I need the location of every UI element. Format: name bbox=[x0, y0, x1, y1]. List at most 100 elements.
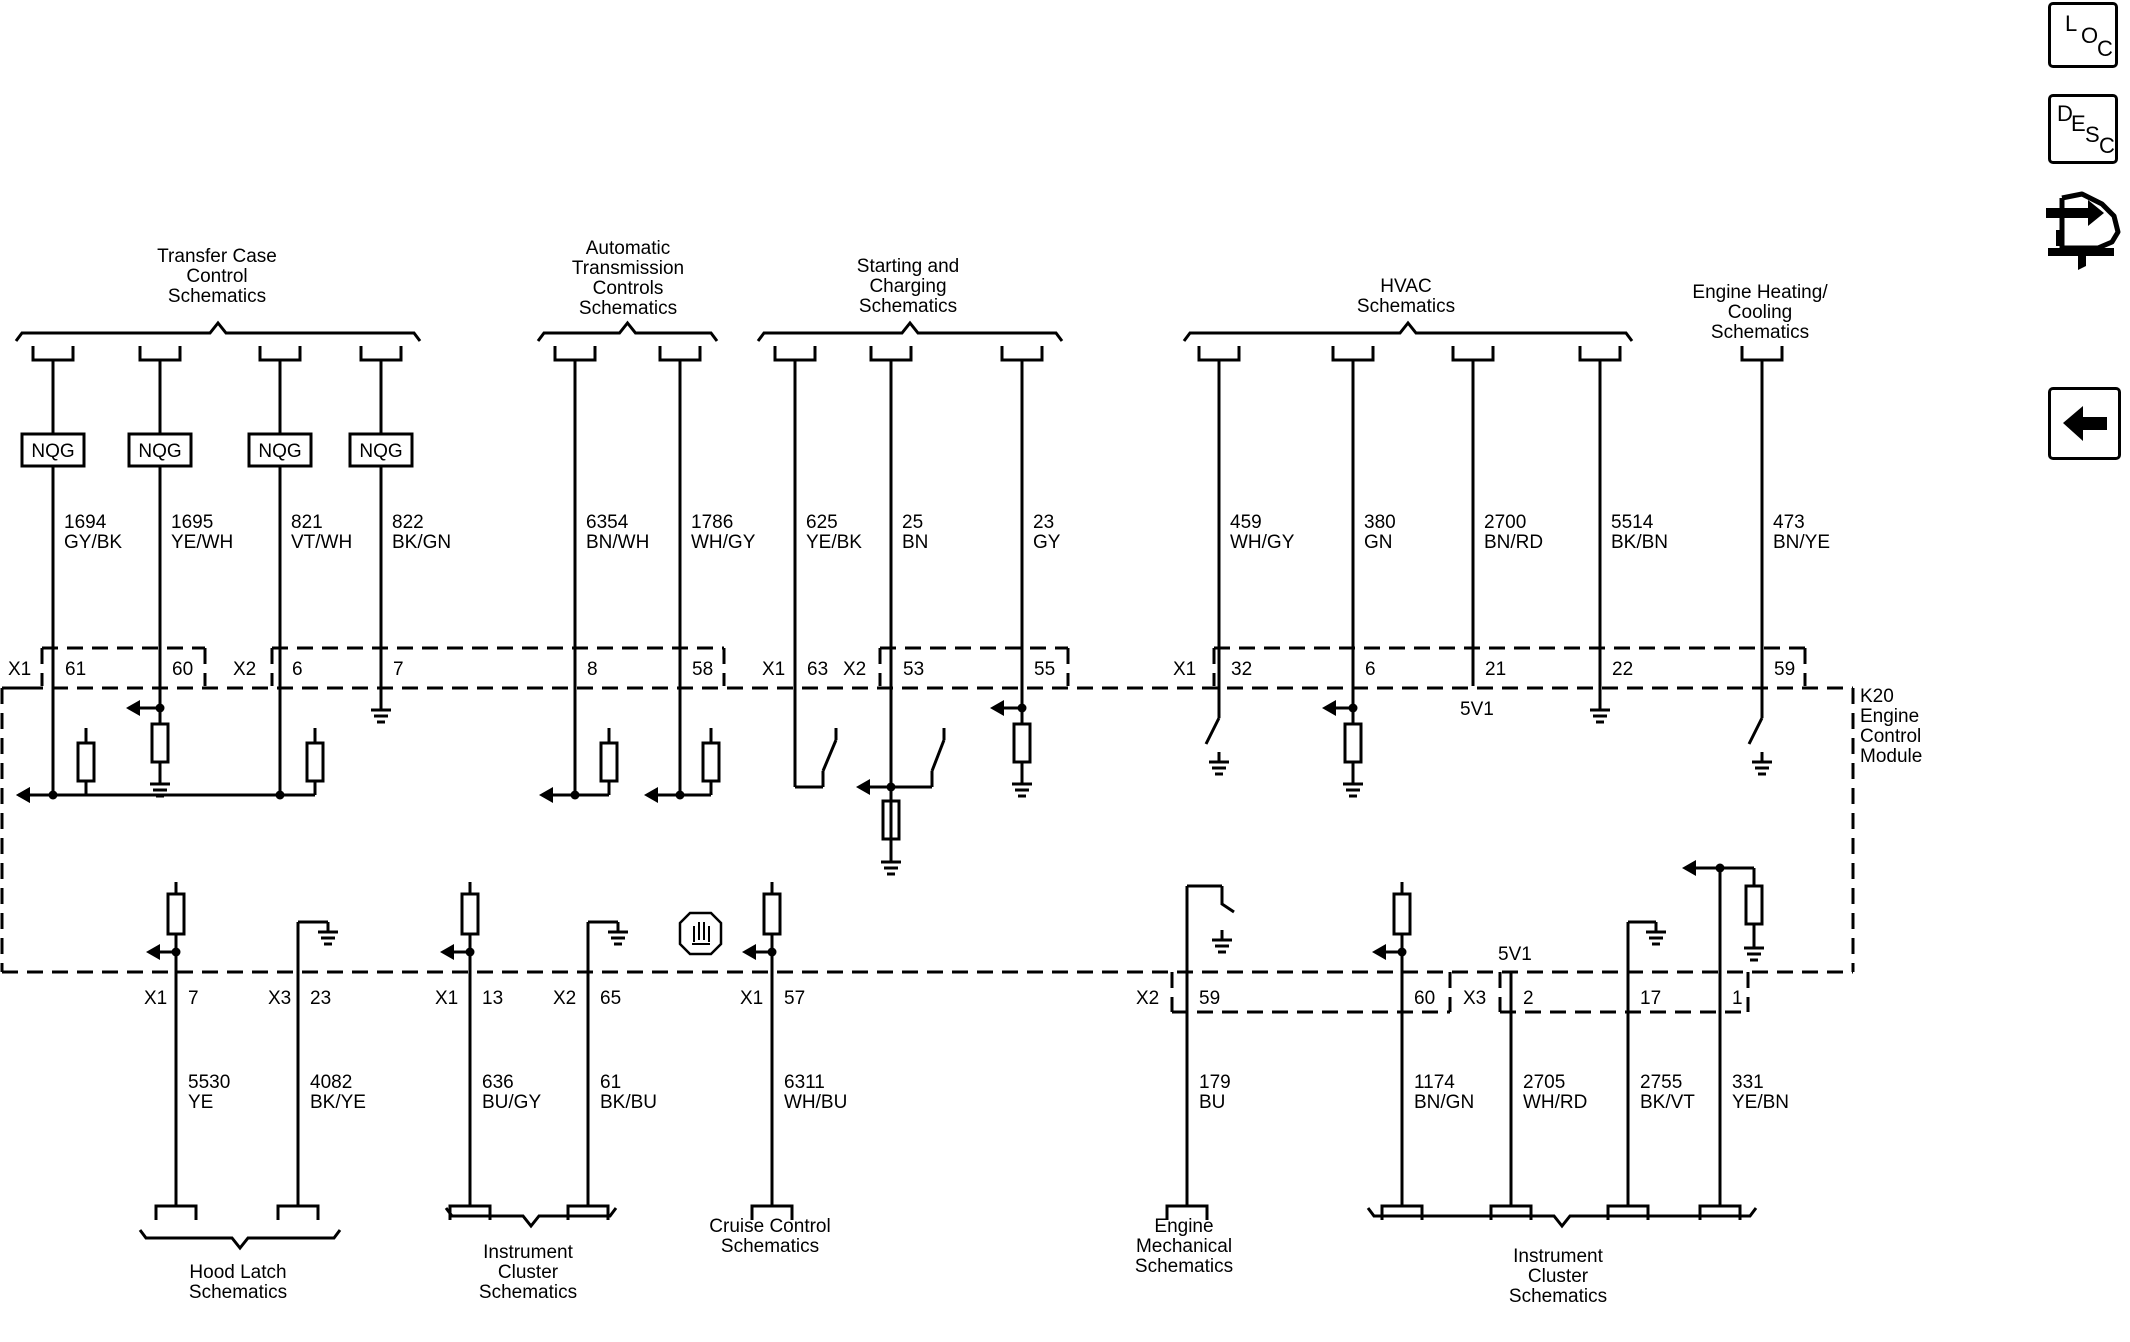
pin-number: 65 bbox=[600, 988, 621, 1009]
resistor-symbol bbox=[305, 741, 325, 783]
signal-arrow-icon bbox=[16, 787, 30, 803]
signal-arrow-icon bbox=[644, 787, 658, 803]
wire-color: YE/BK bbox=[806, 532, 862, 553]
splice-dot bbox=[886, 782, 896, 792]
connector-symbol bbox=[1740, 346, 1784, 362]
switch-contact bbox=[930, 739, 946, 772]
wire-circuit-number: 5514 bbox=[1611, 512, 1654, 533]
harness-brace bbox=[138, 1229, 342, 1251]
wire-circuit-number: 25 bbox=[902, 512, 923, 533]
pin-number: 13 bbox=[482, 988, 503, 1009]
wire-circuit-number: 6354 bbox=[586, 512, 629, 533]
wire-circuit-number: 636 bbox=[482, 1072, 514, 1093]
splice-dot bbox=[465, 947, 475, 957]
harness-brace bbox=[1182, 320, 1634, 342]
resistor-symbol bbox=[460, 892, 480, 936]
header-auto-trans-line: Transmission bbox=[572, 258, 684, 279]
connector-id-top: X2 bbox=[843, 659, 866, 680]
pin-number: 6 bbox=[292, 659, 303, 680]
wire-circuit-number: 459 bbox=[1230, 512, 1262, 533]
pin-number: 55 bbox=[1034, 659, 1055, 680]
connector-id-top: X2 bbox=[233, 659, 256, 680]
connector-id-bottom: X1 bbox=[435, 988, 458, 1009]
connector-id-top: X1 bbox=[8, 659, 31, 680]
nqg-label: NQG bbox=[31, 441, 74, 462]
splice-dot bbox=[275, 790, 285, 800]
back-button[interactable] bbox=[2048, 387, 2121, 460]
location-button[interactable]: L O C bbox=[2048, 2, 2118, 68]
signal-arrow-icon bbox=[440, 944, 454, 960]
wire-circuit-number: 1695 bbox=[171, 512, 213, 533]
wire-color: GN bbox=[1364, 532, 1393, 553]
pin-number: 32 bbox=[1231, 659, 1252, 680]
connector-symbol bbox=[1380, 1204, 1424, 1220]
wire-color: BN bbox=[902, 532, 928, 553]
header-hvac-line: HVAC bbox=[1380, 276, 1431, 297]
connector-id-bottom: X2 bbox=[553, 988, 576, 1009]
wire-circuit-number: 822 bbox=[392, 512, 424, 533]
pin-number: 57 bbox=[784, 988, 805, 1009]
pin-number: 8 bbox=[587, 659, 598, 680]
connector-id-bottom: X1 bbox=[144, 988, 167, 1009]
switch-contact bbox=[1204, 717, 1221, 745]
signal-arrow-icon bbox=[1682, 860, 1696, 876]
wire-circuit-number: 1786 bbox=[691, 512, 733, 533]
desc-letter-s: S bbox=[2085, 122, 2100, 147]
wire-color: WH/GY bbox=[691, 532, 756, 553]
header-starting-charging-line: Charging bbox=[869, 276, 946, 297]
desc-letter-d: D bbox=[2057, 101, 2073, 126]
switch-contact bbox=[1747, 717, 1764, 745]
pin-number: 60 bbox=[172, 659, 193, 680]
arrow-left-icon bbox=[2063, 406, 2107, 441]
harness-brace bbox=[444, 1207, 618, 1229]
connector-id-top: X1 bbox=[762, 659, 785, 680]
wire-circuit-number: 380 bbox=[1364, 512, 1396, 533]
header-auto-trans-line: Controls bbox=[593, 278, 664, 299]
connector-symbol bbox=[566, 1204, 610, 1220]
header-instrument-cluster-line: Instrument bbox=[483, 1242, 573, 1263]
connector-symbol bbox=[553, 346, 597, 362]
header-transfer-case-line: Control bbox=[186, 266, 247, 287]
wire-circuit-number: 23 bbox=[1033, 512, 1054, 533]
splice-dot bbox=[1397, 947, 1407, 957]
wire-color: BK/VT bbox=[1640, 1092, 1695, 1113]
connector-symbol bbox=[773, 346, 817, 362]
resistor-symbol bbox=[1392, 892, 1412, 936]
loc-letter-o: O bbox=[2081, 23, 2099, 48]
wire-circuit-number: 473 bbox=[1773, 512, 1805, 533]
resistor-symbol bbox=[1744, 884, 1764, 926]
header-starting-charging-line: Schematics bbox=[859, 296, 957, 317]
wire-color: BN/YE bbox=[1773, 532, 1830, 553]
voltage-label: 5V1 bbox=[1460, 699, 1494, 720]
resistor-symbol bbox=[1012, 722, 1032, 764]
pin-number: 23 bbox=[310, 988, 331, 1009]
header-engine-mechanical-line: Schematics bbox=[1135, 1256, 1233, 1277]
splice-dot bbox=[1017, 703, 1027, 713]
loc-letter-l: L bbox=[2065, 11, 2078, 36]
wire-circuit-number: 821 bbox=[291, 512, 323, 533]
desc-letter-e: E bbox=[2071, 111, 2086, 136]
pin-number: 17 bbox=[1640, 988, 1661, 1009]
wire-color: GY bbox=[1033, 532, 1061, 553]
pin-number: 1 bbox=[1732, 988, 1743, 1009]
header-engine-mechanical-line: Mechanical bbox=[1136, 1236, 1232, 1257]
description-button[interactable]: D E S C bbox=[2048, 94, 2118, 164]
connector-symbol bbox=[1606, 1204, 1650, 1220]
component-view-icon[interactable] bbox=[2042, 186, 2128, 276]
wire-color: BU bbox=[1199, 1092, 1225, 1113]
wire-color: VT/WH bbox=[291, 532, 352, 553]
connector-id-top: X1 bbox=[1173, 659, 1196, 680]
resistor-symbol bbox=[76, 741, 96, 783]
wire-circuit-number: 2705 bbox=[1523, 1072, 1565, 1093]
header-instrument-cluster-2-line: Instrument bbox=[1513, 1246, 1603, 1267]
pin-number: 60 bbox=[1414, 988, 1435, 1009]
module-label: K20 bbox=[1860, 686, 1894, 707]
header-hood-latch-line: Schematics bbox=[189, 1282, 287, 1303]
pin-number: 7 bbox=[393, 659, 404, 680]
harness-brace bbox=[756, 320, 1064, 342]
wire-circuit-number: 331 bbox=[1732, 1072, 1764, 1093]
header-engine-heating-line: Engine Heating/ bbox=[1692, 282, 1828, 303]
header-hood-latch-line: Hood Latch bbox=[189, 1262, 286, 1283]
connector-id-bottom: X1 bbox=[740, 988, 763, 1009]
signal-arrow-icon bbox=[742, 944, 756, 960]
